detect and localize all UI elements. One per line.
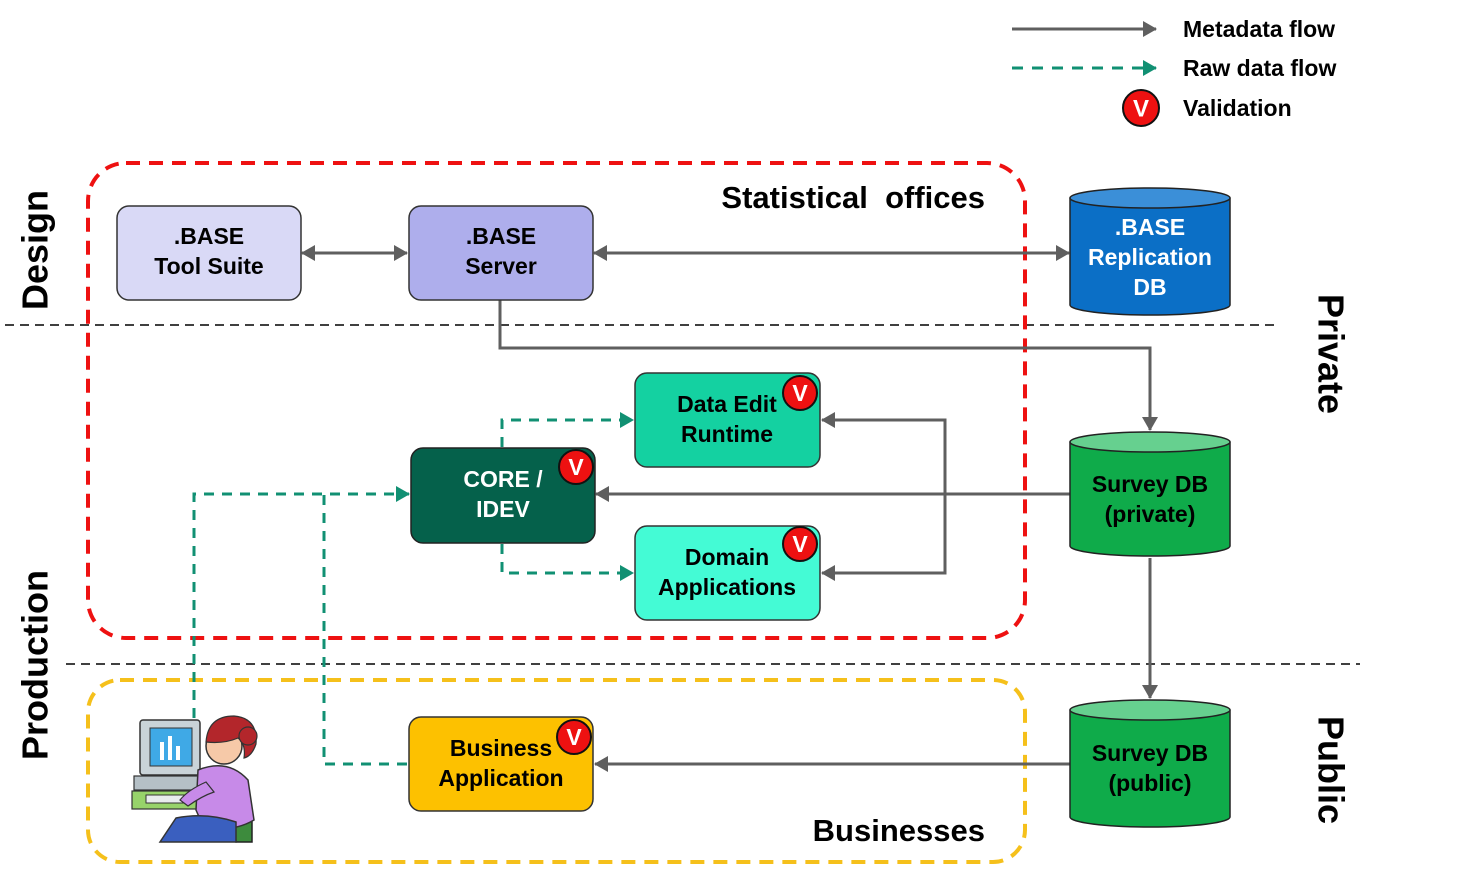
svg-text:.BASE: .BASE: [174, 223, 244, 249]
validation-badge-domain-apps: V: [782, 526, 818, 562]
arrow-server-surveydb-private: [498, 300, 1158, 431]
svg-text:V: V: [568, 454, 584, 480]
raw-user-to-core: [192, 486, 410, 718]
raw-core-to-domain-apps: [500, 544, 634, 581]
survey-db-public-node[interactable]: Survey DB (public): [1069, 699, 1231, 828]
svg-text:IDEV: IDEV: [476, 496, 530, 522]
legend-validation-icon: V: [1122, 89, 1160, 127]
svg-text:Survey DB: Survey DB: [1092, 740, 1208, 766]
businesses-region: [86, 678, 1027, 864]
svg-text:(public): (public): [1108, 770, 1191, 796]
svg-text:Survey DB: Survey DB: [1092, 471, 1208, 497]
validation-badge-business-app: V: [556, 719, 592, 755]
core-idev-node[interactable]: CORE / IDEV: [410, 447, 596, 544]
design-label: Design: [15, 190, 56, 310]
business-application-node[interactable]: Business Application: [408, 716, 594, 812]
svg-text:Business: Business: [450, 735, 552, 761]
base-replication-db-node[interactable]: .BASE Replication DB: [1069, 187, 1231, 316]
base-server-node[interactable]: .BASE Server: [408, 205, 594, 301]
legend: Metadata flow Raw data flow V Validation: [1012, 16, 1336, 127]
svg-text:Replication: Replication: [1088, 244, 1212, 270]
svg-text:V: V: [792, 531, 808, 557]
validation-badge-data-edit: V: [782, 375, 818, 411]
raw-core-to-data-edit: [500, 412, 634, 447]
validation-badge-core-idev: V: [558, 449, 594, 485]
svg-text:.BASE: .BASE: [466, 223, 536, 249]
legend-validation-label: Validation: [1183, 95, 1292, 121]
svg-text:V: V: [792, 380, 808, 406]
svg-text:Server: Server: [465, 253, 537, 279]
svg-text:Data Edit: Data Edit: [677, 391, 777, 417]
arrow-to-domain-apps: [821, 494, 947, 581]
arrow-to-data-edit: [821, 412, 947, 494]
domain-applications-node[interactable]: Domain Applications: [634, 525, 821, 621]
production-label: Production: [15, 570, 56, 760]
statistical-offices-label: Statistical offices: [721, 180, 985, 215]
svg-text:V: V: [566, 724, 582, 750]
svg-text:DB: DB: [1133, 274, 1166, 300]
svg-text:Runtime: Runtime: [681, 421, 773, 447]
svg-text:.BASE: .BASE: [1115, 214, 1185, 240]
svg-text:Application: Application: [438, 765, 563, 791]
legend-metadata-label: Metadata flow: [1183, 16, 1335, 42]
base-tool-suite-node[interactable]: .BASE Tool Suite: [116, 205, 302, 301]
public-label: Public: [1310, 716, 1351, 824]
raw-business-app-to-core: [322, 494, 407, 766]
svg-text:Applications: Applications: [658, 574, 796, 600]
svg-text:V: V: [1133, 95, 1149, 122]
svg-text:Tool Suite: Tool Suite: [154, 253, 263, 279]
legend-raw-data-label: Raw data flow: [1183, 55, 1336, 81]
data-edit-runtime-node[interactable]: Data Edit Runtime: [634, 372, 821, 468]
survey-db-private-node[interactable]: Survey DB (private): [1069, 431, 1231, 557]
user-at-computer-icon: [131, 715, 258, 843]
private-label: Private: [1310, 294, 1351, 414]
svg-text:Domain: Domain: [685, 544, 769, 570]
svg-text:CORE /: CORE /: [463, 466, 543, 492]
businesses-label: Businesses: [813, 813, 985, 848]
svg-text:(private): (private): [1105, 501, 1196, 527]
